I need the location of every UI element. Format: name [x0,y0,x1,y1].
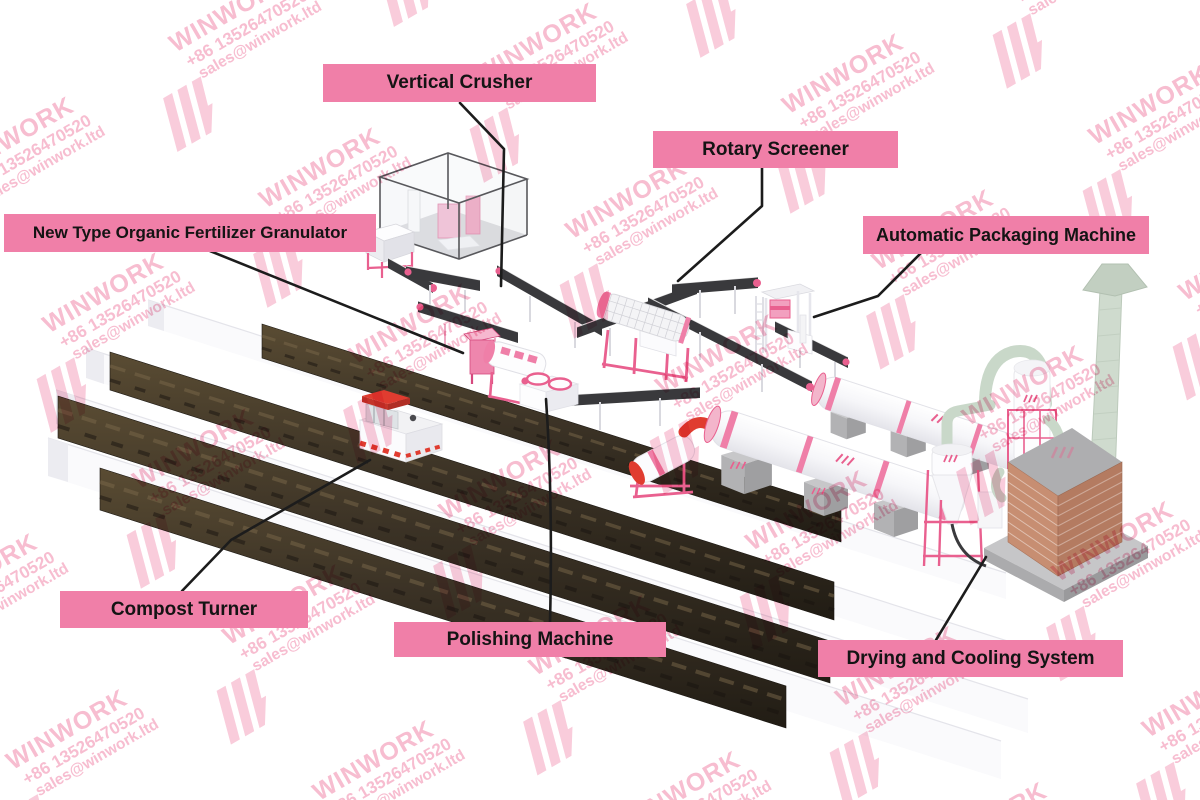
label-packaging: Automatic Packaging Machine [863,216,1149,254]
label-compost-turner: Compost Turner [60,591,308,628]
cooler-drum [703,405,965,537]
label-polishing: Polishing Machine [394,622,666,657]
label-vertical-crusher: Vertical Crusher [323,64,596,102]
polishing-machine [518,372,580,413]
label-rotary-screener: Rotary Screener [653,131,898,168]
compost-windrow [57,323,842,729]
cyclone-dust-collector [922,399,996,568]
brick-furnace [984,428,1148,602]
packaging-machine [755,283,816,355]
label-drying-cooling: Drying and Cooling System [818,640,1123,677]
rotary-screener-machine [596,291,692,383]
dryer-drum [811,372,1040,476]
label-granulator: New Type Organic Fertilizer Granulator [4,214,376,252]
